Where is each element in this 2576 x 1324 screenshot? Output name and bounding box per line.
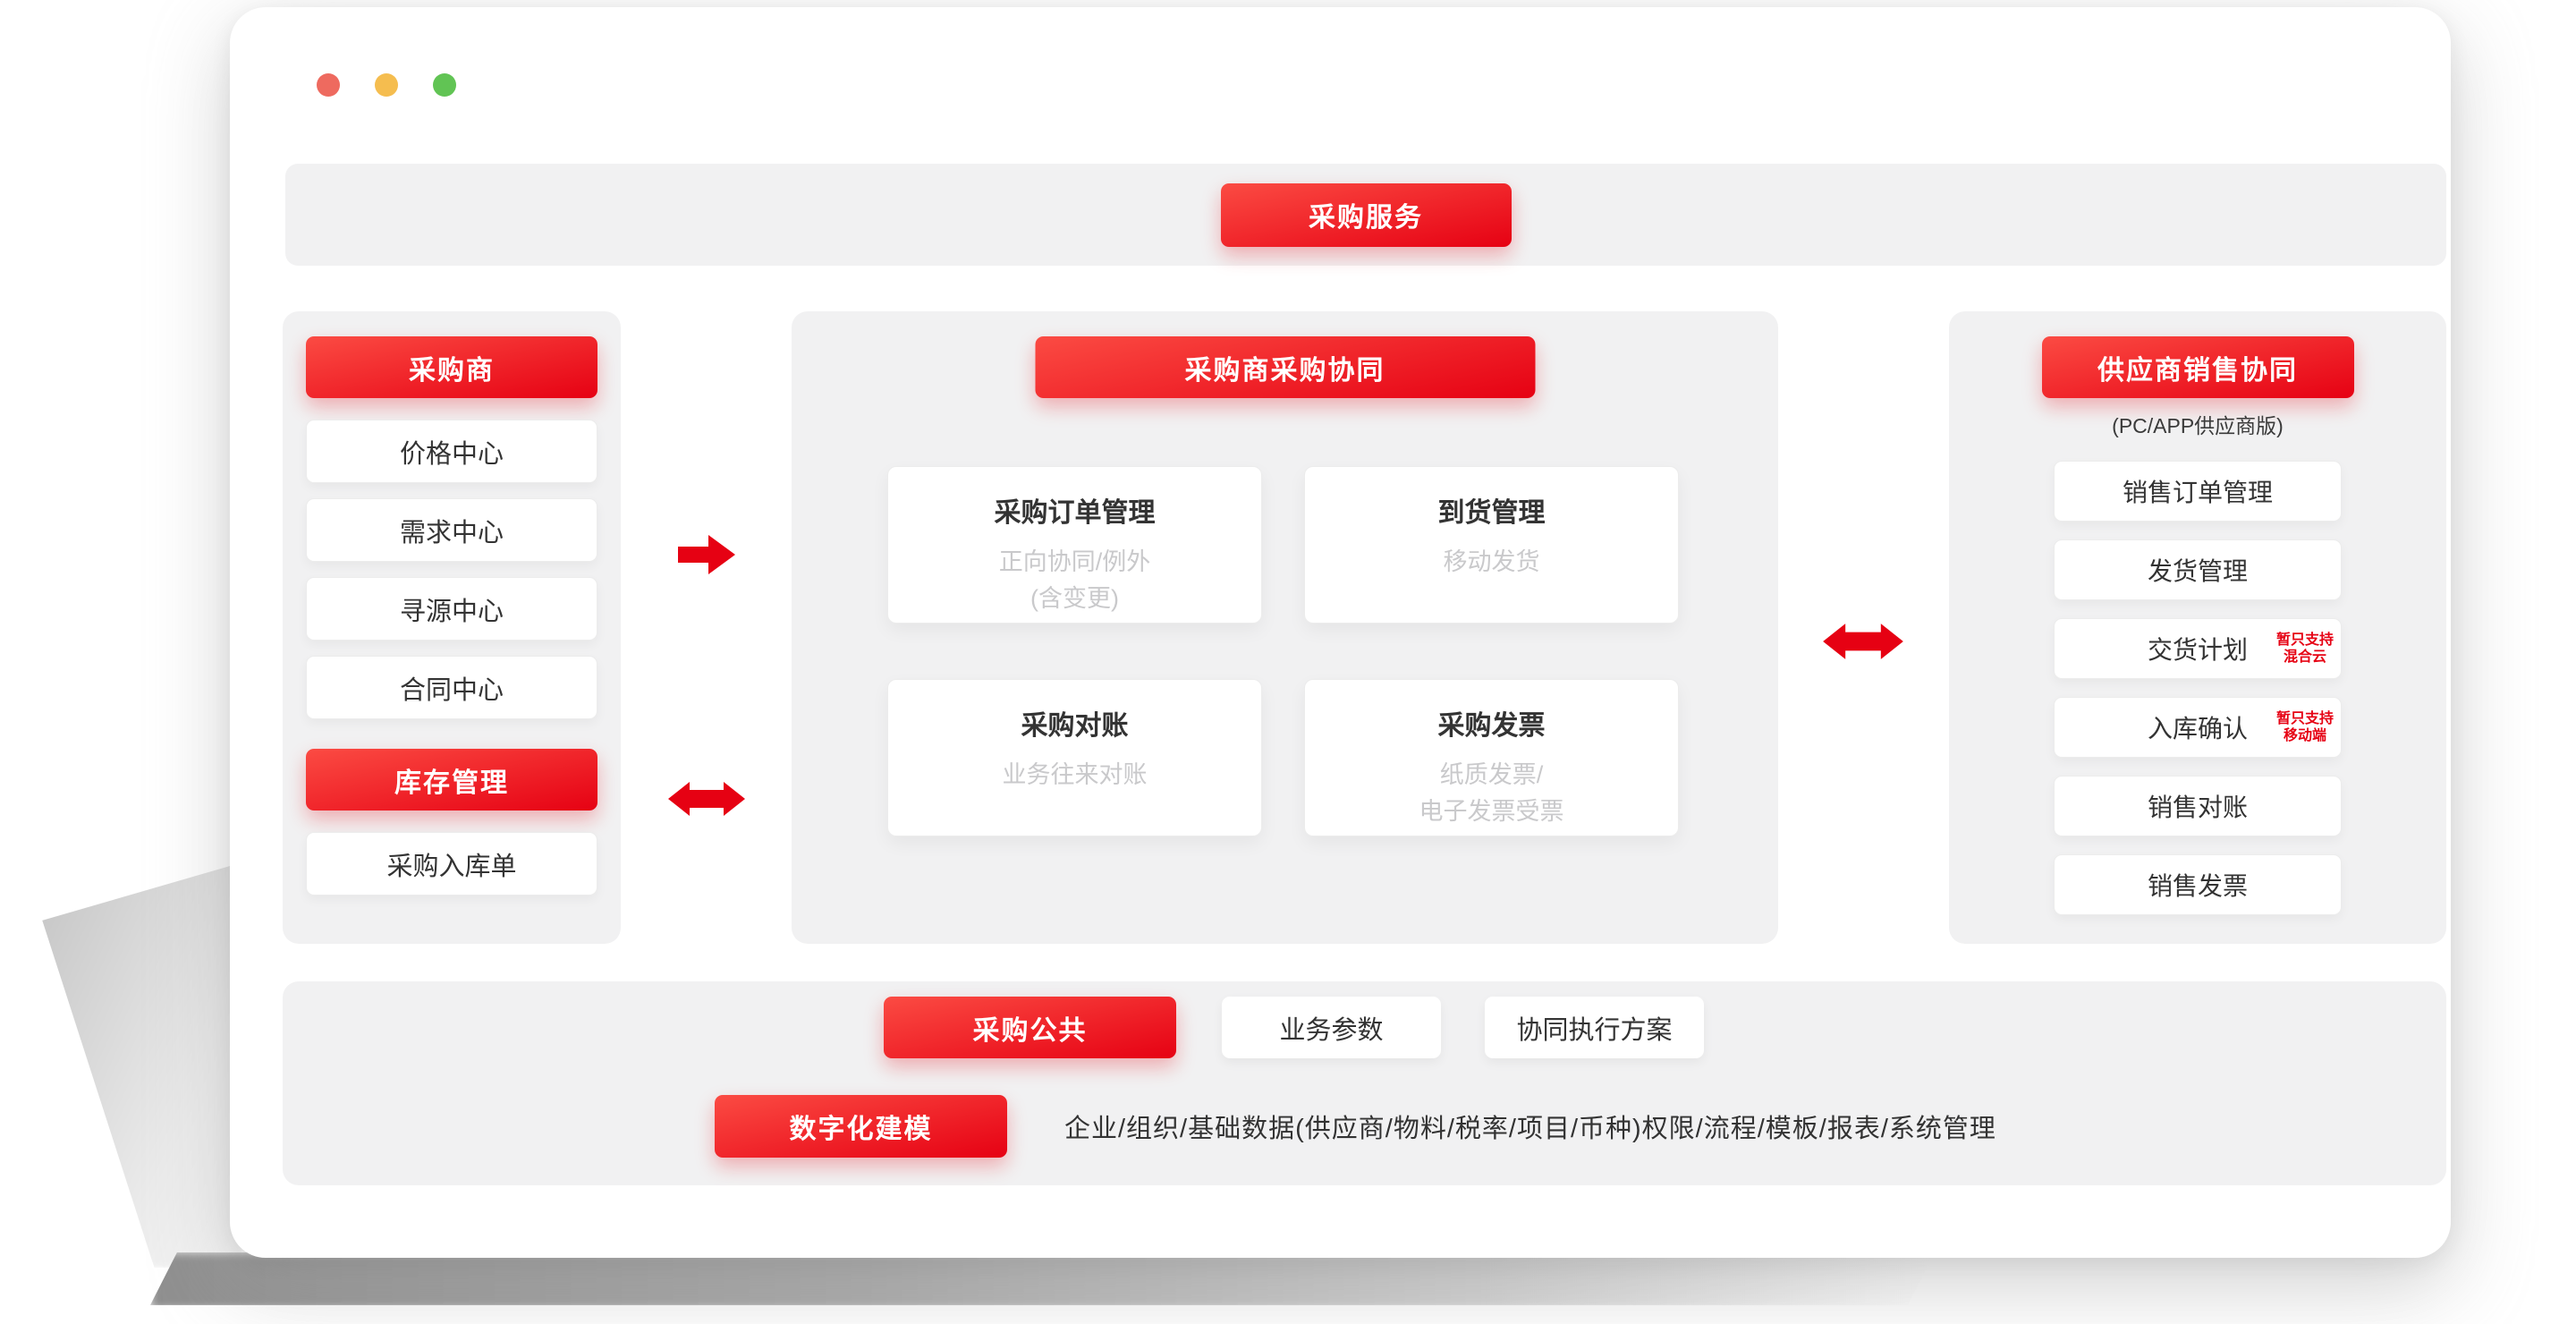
item-note: 暂只支持 移动端 xyxy=(2275,711,2334,743)
supplier-sales-subheader: (PC/APP供应商版) xyxy=(2112,414,2284,437)
list-item-demand-center[interactable]: 需求中心 xyxy=(306,498,597,562)
procurement-collaboration-panel: 采购商采购协同 采购订单管理 正向协同/例外 (含变更) 到货管理 移动发货 采… xyxy=(792,311,1778,944)
window-controls xyxy=(317,73,456,97)
procurement-collaboration-header-button[interactable]: 采购商采购协同 xyxy=(1035,336,1535,398)
item-label: 发货管理 xyxy=(2147,557,2248,585)
top-banner: 采购服务 xyxy=(285,164,2446,266)
item-label: 入库确认 xyxy=(2147,715,2248,743)
collaboration-cards: 采购订单管理 正向协同/例外 (含变更) 到货管理 移动发货 采购对账 业务往来… xyxy=(887,466,1679,836)
window-shadow-left xyxy=(42,862,242,1268)
inventory-header-button[interactable]: 库存管理 xyxy=(306,749,597,811)
list-item-receipt-confirmation[interactable]: 入库确认 暂只支持 移动端 xyxy=(2054,697,2342,758)
digital-modeling-description: 企业/组织/基础数据(供应商/物料/税率/项目/币种)权限/流程/模板/报表/系… xyxy=(1064,1115,1996,1143)
list-item-delivery-plan[interactable]: 交货计划 暂只支持 混合云 xyxy=(2054,618,2342,679)
card-subtitle: 业务往来对账 xyxy=(1002,761,1148,788)
list-item-purchase-receipt[interactable]: 采购入库单 xyxy=(306,832,597,895)
supplier-sales-panel: 供应商销售协同 (PC/APP供应商版) 销售订单管理 发货管理 交货计划 暂只… xyxy=(1949,311,2446,944)
arrow-right-icon xyxy=(678,532,735,577)
card-subtitle: 纸质发票/ 电子发票受票 xyxy=(1419,761,1564,825)
collaboration-plan-button[interactable]: 协同执行方案 xyxy=(1485,997,1704,1058)
card-subtitle: 移动发货 xyxy=(1443,548,1540,575)
item-label: 销售对账 xyxy=(2147,794,2248,821)
item-label: 销售订单管理 xyxy=(2122,479,2273,506)
card-purchase-order-management[interactable]: 采购订单管理 正向协同/例外 (含变更) xyxy=(887,466,1262,624)
business-parameters-button[interactable]: 业务参数 xyxy=(1222,997,1441,1058)
zoom-button[interactable] xyxy=(433,73,456,97)
supplier-sales-header-button[interactable]: 供应商销售协同 xyxy=(2041,336,2354,398)
item-label: 交货计划 xyxy=(2147,636,2248,664)
foundation-panel: 采购公共 业务参数 协同执行方案 数字化建模 企业/组织/基础数据(供应商/物料… xyxy=(283,981,2446,1185)
app-window: 采购服务 采购商 价格中心 需求中心 寻源中心 合同中心 库存管理 采购入库单 … xyxy=(230,7,2451,1258)
list-item-shipping-management[interactable]: 发货管理 xyxy=(2054,539,2342,600)
list-item-sales-reconciliation[interactable]: 销售对账 xyxy=(2054,776,2342,836)
list-item-price-center[interactable]: 价格中心 xyxy=(306,420,597,483)
list-item-contract-center[interactable]: 合同中心 xyxy=(306,656,597,719)
card-purchase-invoice[interactable]: 采购发票 纸质发票/ 电子发票受票 xyxy=(1304,679,1679,836)
card-subtitle: 正向协同/例外 (含变更) xyxy=(998,548,1151,612)
procurement-service-button[interactable]: 采购服务 xyxy=(1220,182,1512,247)
list-item-sourcing-center[interactable]: 寻源中心 xyxy=(306,577,597,641)
list-item-sales-order-management[interactable]: 销售订单管理 xyxy=(2054,461,2342,522)
item-label: 销售发票 xyxy=(2147,872,2248,900)
procurement-common-button[interactable]: 采购公共 xyxy=(884,997,1176,1058)
card-title: 采购订单管理 xyxy=(994,498,1156,528)
item-note: 暂只支持 混合云 xyxy=(2275,632,2334,665)
card-title: 采购发票 xyxy=(1437,711,1546,741)
card-arrival-management[interactable]: 到货管理 移动发货 xyxy=(1304,466,1679,624)
double-arrow-icon xyxy=(1819,620,1907,663)
card-title: 到货管理 xyxy=(1437,498,1546,528)
close-button[interactable] xyxy=(317,73,340,97)
double-arrow-icon xyxy=(668,778,745,819)
purchaser-header-button[interactable]: 采购商 xyxy=(306,336,597,398)
purchaser-panel: 采购商 价格中心 需求中心 寻源中心 合同中心 库存管理 采购入库单 xyxy=(283,311,621,944)
minimize-button[interactable] xyxy=(375,73,398,97)
card-purchase-reconciliation[interactable]: 采购对账 业务往来对账 xyxy=(887,679,1262,836)
card-title: 采购对账 xyxy=(1021,711,1129,741)
digital-modeling-button[interactable]: 数字化建模 xyxy=(715,1095,1007,1158)
window-shadow-bottom xyxy=(150,1252,1935,1305)
list-item-sales-invoice[interactable]: 销售发票 xyxy=(2054,854,2342,915)
